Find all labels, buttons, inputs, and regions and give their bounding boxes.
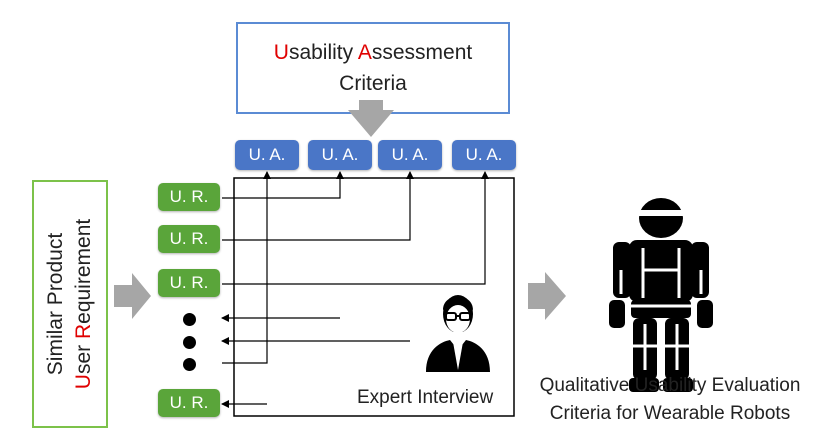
right-arrow-right xyxy=(528,272,566,320)
right-arrow-left xyxy=(114,273,151,319)
usability-assessment-criteria-box: Usability Assessment Criteria xyxy=(236,22,510,114)
ur-box-1: U. R. xyxy=(158,183,220,211)
ur-box-4: U. R. xyxy=(158,389,220,417)
connector-3 xyxy=(222,171,414,241)
ua-box-4: U. A. xyxy=(452,140,516,170)
connector-4 xyxy=(222,171,489,285)
expert-interview-label: Expert Interview xyxy=(357,387,494,408)
top-box-line1: Usability Assessment xyxy=(273,41,473,64)
result-label: Qualitative Usability Evaluation Criteri… xyxy=(539,375,801,424)
down-arrow xyxy=(348,100,394,137)
connector-1 xyxy=(222,171,271,364)
wearable-robot-icon xyxy=(609,198,713,392)
expert-person-icon xyxy=(426,295,490,372)
connector-2 xyxy=(222,171,344,199)
similar-product-user-requirement-box: Similar Product User Requirement xyxy=(32,180,108,428)
ur-box-3: U. R. xyxy=(158,269,220,297)
top-box-line2: Criteria xyxy=(339,72,407,95)
expert-interview-frame xyxy=(233,177,515,417)
ua-box-2: U. A. xyxy=(308,140,372,170)
ur-box-2: U. R. xyxy=(158,225,220,253)
ua-box-3: U. A. xyxy=(378,140,442,170)
ellipsis-dot-2 xyxy=(183,336,196,349)
ellipsis-dot-1 xyxy=(183,313,196,326)
ellipsis-dot-3 xyxy=(183,358,196,371)
ua-box-1: U. A. xyxy=(235,140,299,170)
